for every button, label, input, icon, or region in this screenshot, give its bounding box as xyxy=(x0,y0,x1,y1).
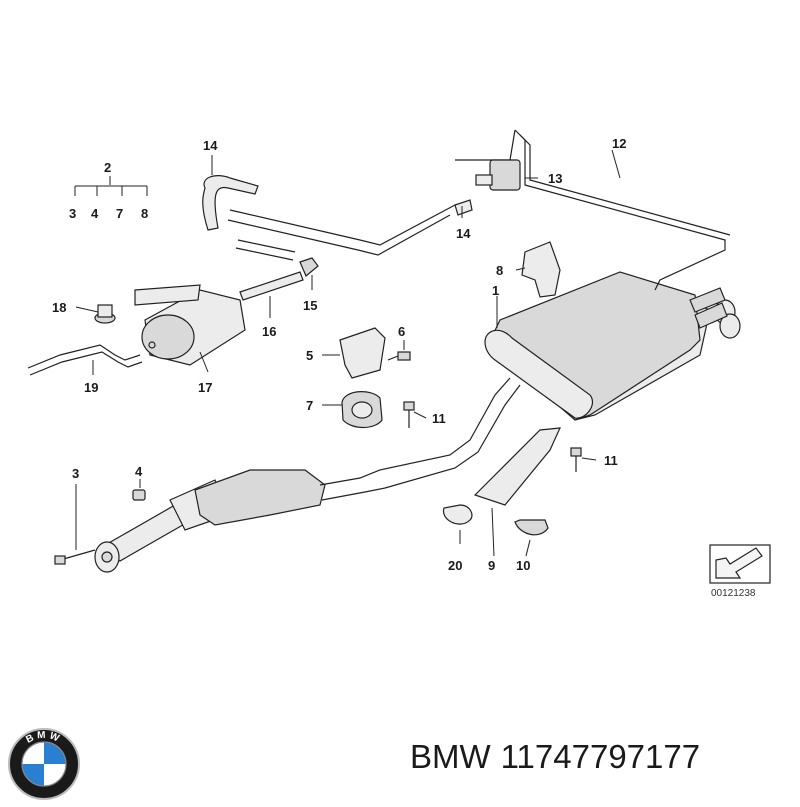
callout-6: 6 xyxy=(398,324,405,339)
callout-11-mid: 11 xyxy=(432,411,446,426)
callout-2: 2 xyxy=(104,160,111,175)
clamp-10 xyxy=(514,519,549,536)
bolt-6 xyxy=(387,351,411,361)
bracket-5 xyxy=(339,327,386,379)
part-number: 11747797177 xyxy=(500,738,701,775)
logo-text: BMW xyxy=(24,730,63,746)
group-label-3: 3 xyxy=(69,206,76,221)
callout-20: 20 xyxy=(448,558,462,573)
callout-4: 4 xyxy=(135,464,143,479)
bmw-logo: BMW xyxy=(6,726,82,802)
orientation-symbol xyxy=(709,544,771,584)
group-label-8: 8 xyxy=(141,206,148,221)
leader-lines xyxy=(74,149,621,557)
callout-16: 16 xyxy=(262,324,276,339)
cap-18 xyxy=(94,304,116,324)
callout-9: 9 xyxy=(488,558,495,573)
brand-name: BMW xyxy=(410,738,491,775)
callout-12: 12 xyxy=(612,136,626,151)
callout-1: 1 xyxy=(492,283,499,298)
callout-17: 17 xyxy=(198,380,212,395)
bolt-11a xyxy=(403,401,415,428)
callout-5: 5 xyxy=(306,348,313,363)
callout-7: 7 xyxy=(306,398,313,413)
callout-labels: 2 3 4 7 8 14 12 13 14 8 1 15 16 17 18 19… xyxy=(52,136,626,573)
callout-10: 10 xyxy=(516,558,530,573)
group-label-4: 4 xyxy=(91,206,99,221)
callout-11-right: 11 xyxy=(604,453,618,468)
callout-14-mid: 14 xyxy=(456,226,471,241)
callout-14-top: 14 xyxy=(203,138,218,153)
tailpipe-9 xyxy=(473,427,561,506)
callout-13: 13 xyxy=(548,171,562,186)
canister xyxy=(134,284,246,366)
callout-15: 15 xyxy=(303,298,317,313)
connector-15 xyxy=(299,257,319,277)
clamp-20 xyxy=(442,504,473,525)
bolt-11b xyxy=(570,447,582,472)
nut-4 xyxy=(132,489,146,501)
callout-19: 19 xyxy=(84,380,98,395)
callout-8: 8 xyxy=(496,263,503,278)
hose-14 xyxy=(202,175,259,231)
reference-code: 00121238 xyxy=(711,588,756,599)
callout-3: 3 xyxy=(72,466,79,481)
bolt-3 xyxy=(54,549,96,565)
group-label-7: 7 xyxy=(116,206,123,221)
vacuum-valve xyxy=(475,159,521,191)
hose-19 xyxy=(27,344,141,369)
bracket-8 xyxy=(521,241,561,298)
hose-16 xyxy=(239,271,304,301)
callout-18: 18 xyxy=(52,300,66,315)
front-pipe xyxy=(94,377,521,573)
rear-muffler xyxy=(484,271,741,421)
